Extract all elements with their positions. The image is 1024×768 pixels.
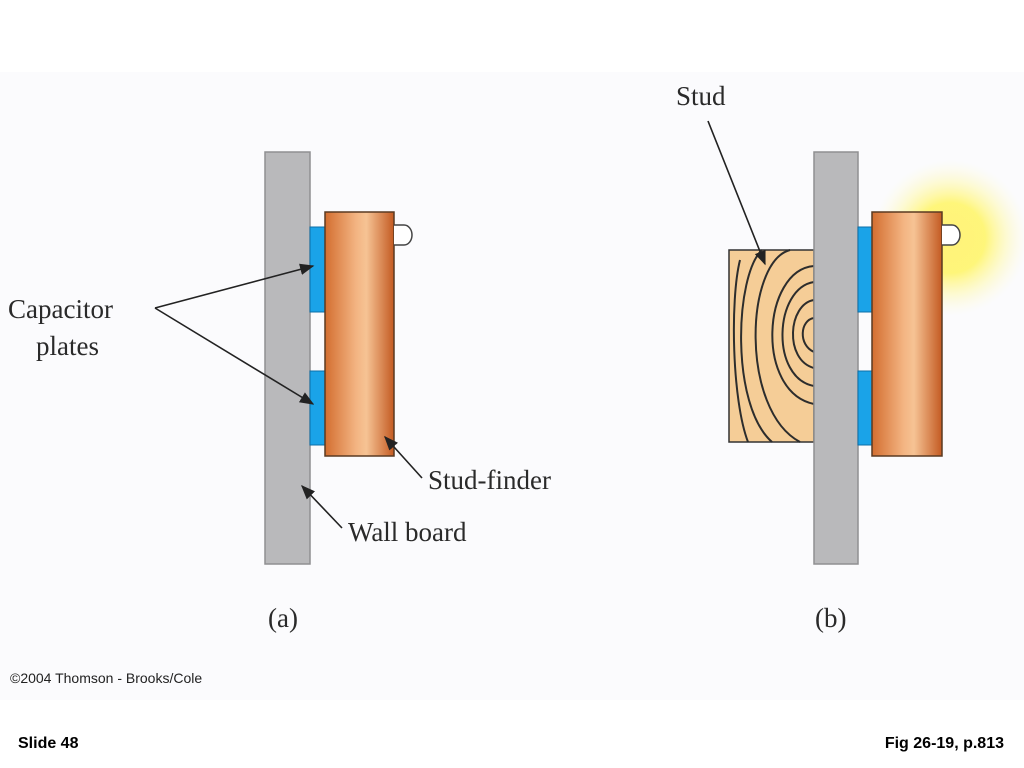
stud-arrow (707, 120, 766, 266)
stud-finder-b (871, 211, 943, 457)
wall-board-label: Wall board (348, 517, 467, 547)
stud-finder-a-light (394, 224, 413, 246)
wall-board-b (813, 151, 859, 565)
caption-a: (a) (268, 603, 298, 633)
capacitor-plate-a-bottom (309, 370, 326, 446)
stud-label: Stud (676, 81, 726, 111)
stud-finder-arrow (384, 435, 423, 479)
stud-finder-b-light (942, 224, 961, 246)
slide-number: Slide 48 (18, 735, 79, 752)
copyright-credit: ©2004 Thomson - Brooks/Cole (10, 670, 203, 686)
figure-reference: Fig 26-19, p.813 (884, 735, 1004, 752)
wall-board-a (264, 151, 311, 565)
stud-finder-label: Stud-finder (428, 465, 551, 495)
caption-b: (b) (815, 603, 846, 633)
panel-a: Capacitor plates Stud-finder Wall board … (8, 151, 551, 633)
capacitor-plate-a-top (309, 226, 326, 313)
capacitor-arrow-bottom (154, 307, 315, 405)
capacitor-plate-b-bottom (857, 370, 873, 446)
capacitor-label-line1: Capacitor (8, 294, 113, 324)
panel-b: Stud (b) (676, 81, 1024, 633)
wall-board-arrow (301, 484, 343, 529)
capacitor-arrow-top (154, 263, 315, 309)
stud-wood (728, 249, 815, 443)
stud-finder-a (324, 211, 395, 457)
capacitor-label-line2: plates (36, 331, 99, 361)
capacitor-plate-b-top (857, 226, 873, 313)
